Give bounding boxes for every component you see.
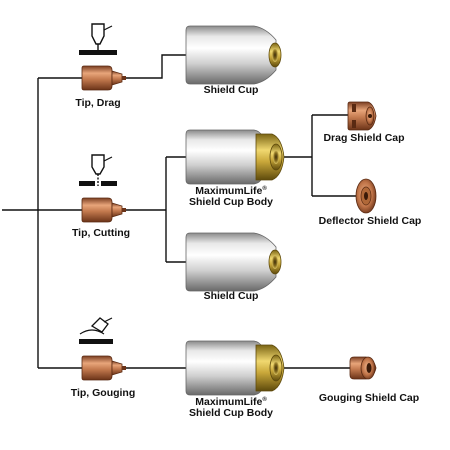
gouging-shield-cap-label: Gouging Shield Cap: [318, 392, 420, 404]
maximumlife-cutting-line2: Shield Cup Body: [189, 196, 273, 208]
drag-shield-cap-icon: [347, 101, 377, 131]
drag-shield-cap-label: Drag Shield Cap: [323, 132, 405, 144]
tip-drag-label: Tip, Drag: [75, 97, 121, 109]
tip-gouging-label: Tip, Gouging: [70, 387, 136, 399]
maximumlife-gouging-line2: Shield Cup Body: [189, 407, 273, 419]
torch-gouging-symbol-icon: [79, 317, 113, 344]
registered-mark: ®: [262, 186, 267, 192]
torch-drag-symbol-icon: [79, 23, 117, 55]
shield-cup-top-icon: [185, 25, 282, 85]
tip-gouging-icon: [81, 355, 126, 381]
maximumlife-gouging-line1: MaximumLife: [195, 396, 263, 408]
connector-lines: [2, 54, 356, 369]
gouging-shield-cap-icon: [349, 356, 377, 380]
torch-cutting-symbol-icon: [79, 154, 117, 186]
tip-cutting-icon: [81, 197, 126, 223]
deflector-shield-cap-label: Deflector Shield Cap: [318, 215, 422, 227]
maximumlife-cutting-label: MaximumLife® Shield Cup Body: [176, 186, 286, 208]
tip-drag-icon: [81, 65, 126, 91]
shield-cup-body-cutting-icon: [185, 129, 285, 185]
deflector-shield-cap-icon: [355, 178, 377, 214]
shield-cup-body-gouging-icon: [185, 340, 285, 396]
shield-cup-middle-icon: [185, 232, 282, 292]
maximumlife-gouging-label: MaximumLife® Shield Cup Body: [176, 397, 286, 419]
shield-cup-top-label: Shield Cup: [203, 84, 259, 96]
registered-mark: ®: [262, 397, 267, 403]
shield-cup-middle-label: Shield Cup: [203, 290, 259, 302]
tip-cutting-label: Tip, Cutting: [71, 227, 131, 239]
maximumlife-cutting-line1: MaximumLife: [195, 185, 263, 197]
